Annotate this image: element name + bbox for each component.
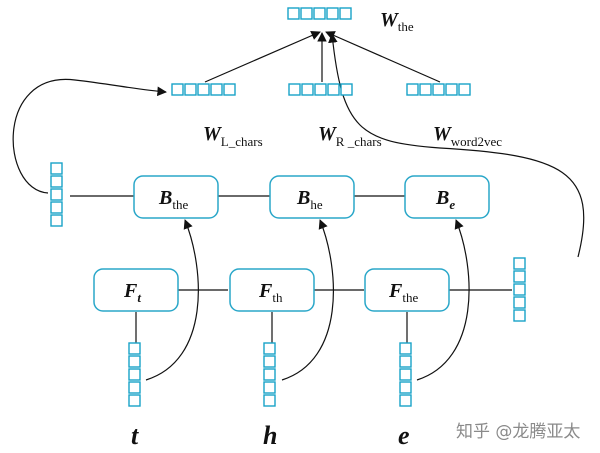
edge-t-vector-to-b1 — [145, 219, 199, 381]
backward-node-1-sub: the — [172, 197, 188, 212]
svg-text:Bthe: Bthe — [158, 187, 188, 212]
vector-cell — [50, 175, 63, 188]
vector-cell — [513, 309, 526, 322]
forward-node-2: Fth — [229, 268, 315, 312]
forward-node-3-sub: the — [402, 290, 418, 305]
weight-label-top: Wthe — [380, 9, 414, 34]
top-middle-vector — [288, 83, 353, 96]
vector-cell — [513, 270, 526, 283]
vector-cell — [300, 7, 313, 20]
char-label-h: h — [263, 421, 277, 450]
backward-node-2-main: B — [296, 187, 310, 209]
vector-cell — [50, 162, 63, 175]
forward-node-1: Ft — [93, 268, 179, 312]
edge-e-vector-to-b3 — [416, 219, 470, 381]
forward-node-2-main: F — [258, 280, 273, 302]
forward-node-1-main: F — [123, 280, 138, 302]
vector-cell — [406, 83, 419, 96]
vector-cell — [263, 394, 276, 407]
edge-h-vector-to-b2 — [281, 219, 335, 381]
weight-label-word2vec: Wword2vec — [433, 123, 502, 149]
vector-cell — [313, 7, 326, 20]
vector-cell — [399, 381, 412, 394]
vector-cell — [263, 355, 276, 368]
svg-text:Bhe: Bhe — [296, 187, 323, 212]
vector-cell — [263, 381, 276, 394]
left-vector — [50, 162, 63, 227]
vector-cell — [184, 83, 197, 96]
vector-cell — [432, 83, 445, 96]
vector-cell — [340, 83, 353, 96]
forward-node-3: Fthe — [364, 268, 450, 312]
vector-cell — [197, 83, 210, 96]
forward-node-1-sub: t — [137, 290, 141, 305]
vector-cell — [399, 368, 412, 381]
vector-cell — [445, 83, 458, 96]
svg-text:Ft: Ft — [123, 280, 141, 305]
vector-cell — [128, 394, 141, 407]
vector-cell — [50, 214, 63, 227]
svg-text:Be: Be — [435, 187, 455, 212]
char-vector-h — [263, 342, 276, 407]
vector-cell — [128, 355, 141, 368]
vector-cell — [287, 7, 300, 20]
vector-cell — [128, 381, 141, 394]
vector-cell — [513, 257, 526, 270]
edge-left-vector-to-top-left — [12, 78, 167, 194]
forward-node-3-main: F — [388, 280, 403, 302]
output-vector — [287, 7, 352, 20]
svg-text:Fthe: Fthe — [388, 280, 418, 305]
vector-cell — [399, 394, 412, 407]
right-vector — [513, 257, 526, 322]
svg-text:Fth: Fth — [258, 280, 283, 305]
vector-cell — [399, 355, 412, 368]
backward-node-3: Be — [404, 175, 490, 219]
vector-cell — [301, 83, 314, 96]
vector-cell — [223, 83, 236, 96]
vector-cell — [314, 83, 327, 96]
vector-cell — [419, 83, 432, 96]
char-vector-e — [399, 342, 412, 407]
edge-top-right-to-output — [325, 31, 441, 83]
watermark: 知乎 @龙腾亚太 — [456, 422, 580, 442]
backward-node-2-sub: he — [310, 197, 323, 212]
backward-node-2: Bhe — [269, 175, 355, 219]
backward-node-3-main: B — [435, 187, 449, 209]
vector-cell — [513, 283, 526, 296]
vector-cell — [288, 83, 301, 96]
char-label-t: t — [131, 421, 139, 450]
vector-cell — [128, 342, 141, 355]
vector-cell — [50, 201, 63, 214]
vector-cell — [339, 7, 352, 20]
vector-cell — [210, 83, 223, 96]
backward-node-3-sub: e — [449, 197, 455, 212]
vector-cell — [327, 83, 340, 96]
top-left-vector — [171, 83, 236, 96]
vector-cell — [128, 368, 141, 381]
vector-cell — [513, 296, 526, 309]
vector-cell — [458, 83, 471, 96]
vector-cell — [50, 188, 63, 201]
vector-cell — [263, 342, 276, 355]
vector-cell — [399, 342, 412, 355]
vector-cell — [326, 7, 339, 20]
backward-node-1-main: B — [158, 187, 172, 209]
weight-label-left: WL_chars — [203, 123, 263, 149]
vector-cell — [263, 368, 276, 381]
char-label-e: e — [398, 421, 410, 450]
top-right-vector — [406, 83, 471, 96]
char-vector-t — [128, 342, 141, 407]
forward-node-2-sub: th — [272, 290, 283, 305]
vector-cell — [171, 83, 184, 96]
backward-node-1: Bthe — [133, 175, 219, 219]
edge-top-left-to-output — [204, 31, 321, 83]
edge-right-vector-to-output — [328, 33, 585, 258]
weight-label-right: WR _chars — [318, 123, 382, 149]
